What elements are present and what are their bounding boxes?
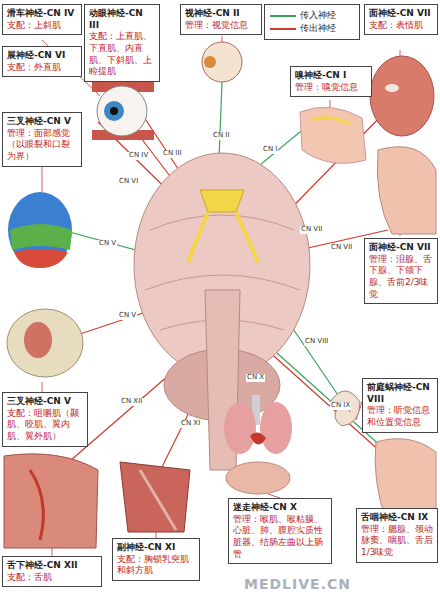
nerve-function: 支配：上斜肌 [7, 20, 77, 32]
nerve-box: 迷走神经-CN X管理：喉肌、喉粘膜、心脏、肺、腹腔实质性脏器、结肠左曲以上肠管 [228, 498, 332, 564]
watermark: MEDLIVE.CN [244, 576, 351, 592]
nerve-function: 支配：舌肌 [7, 572, 97, 584]
nerve-name: 三叉神经-CN V [7, 396, 83, 408]
nerve-function: 管理：听觉信息和位置觉信息 [367, 405, 433, 428]
nerve-name: 嗅神经-CN I [295, 70, 367, 82]
nerve-name: 三叉神经-CN V [7, 116, 77, 128]
nerve-function: 管理：泪腺、舌下腺、下颌下腺、舌前2/3味觉 [369, 254, 433, 301]
nerve-box: 副神经-CN XI支配：胸锁乳突肌和斜方肌 [112, 538, 200, 581]
nerve-function: 支配：胸锁乳突肌和斜方肌 [117, 554, 195, 577]
nerve-function: 管理：视觉信息 [185, 20, 257, 32]
nerve-name: 迷走神经-CN X [233, 502, 327, 514]
nerve-label: CN X [246, 374, 265, 382]
nerve-function: 管理：嗅觉信息 [295, 82, 367, 94]
nerve-function: 支配：外直肌 [7, 62, 77, 74]
nerve-label: CN V [98, 240, 117, 248]
nerve-label: CN I [262, 146, 278, 154]
legend-text: 传入神经 [300, 9, 336, 22]
nerve-label: CN VII [300, 226, 323, 234]
nerve-box: 嗅神经-CN I管理：嗅觉信息 [290, 66, 372, 97]
nerve-box: 三叉神经-CN V支配：咀嚼肌（颞肌、咬肌、翼内肌、翼外肌） [2, 392, 88, 447]
nerve-box: 舌咽神经-CN IX管理：腮腺、颈动脉窦、咽肌、舌后1/3味觉 [356, 508, 438, 563]
nerve-label: CN V [118, 312, 137, 320]
legend-box: 传入神经传出神经 [264, 4, 360, 40]
nerve-name: 面神经-CN VII [369, 242, 433, 254]
nerve-box: 面神经-CN VII管理：泪腺、舌下腺、下颌下腺、舌前2/3味觉 [364, 238, 438, 304]
nerve-label: CN II [212, 132, 230, 140]
nerve-box: 面神经-CN VII支配：表情肌 [364, 4, 438, 35]
nerve-name: 视神经-CN II [185, 8, 257, 20]
nerve-label: CN XI [180, 420, 201, 428]
nerve-name: 动眼神经-CN III [89, 8, 155, 31]
nerve-function: 支配：表情肌 [369, 20, 433, 32]
nerve-label: CN IX [330, 402, 351, 410]
nerve-name: 副神经-CN XI [117, 542, 195, 554]
nerve-box: 展神经-CN VI支配：外直肌 [2, 46, 82, 77]
nerve-function: 支配：咀嚼肌（颞肌、咬肌、翼内肌、翼外肌） [7, 408, 83, 443]
nerve-label: CN VIII [304, 338, 329, 346]
legend-text: 传出神经 [300, 22, 336, 35]
nerve-name: 滑车神经-CN IV [7, 8, 77, 20]
nerve-name: 面神经-CN VII [369, 8, 433, 20]
nerve-name: 前庭蜗神经-CN VIII [367, 382, 433, 405]
nerve-label: CN XII [120, 398, 143, 406]
legend-row: 传出神经 [270, 22, 354, 35]
nerve-label: CN VI [118, 178, 139, 186]
legend-row: 传入神经 [270, 9, 354, 22]
nerve-box: 滑车神经-CN IV支配：上斜肌 [2, 4, 82, 35]
nerve-box: 动眼神经-CN III支配：上直肌、下直肌、内直肌、下斜肌、上睑提肌 [84, 4, 160, 82]
nerve-box: 舌下神经-CN XII支配：舌肌 [2, 556, 102, 587]
legend-line [270, 26, 296, 32]
nerve-label: CN III [162, 150, 183, 158]
legend-line [270, 13, 296, 19]
nerve-box: 三叉神经-CN V管理：面部感觉（以眼裂和口裂为界） [2, 112, 82, 167]
nerve-function: 管理：面部感觉（以眼裂和口裂为界） [7, 128, 77, 163]
nerve-box: 前庭蜗神经-CN VIII管理：听觉信息和位置觉信息 [362, 378, 438, 433]
nerve-name: 展神经-CN VI [7, 50, 77, 62]
nerve-function: 管理：腮腺、颈动脉窦、咽肌、舌后1/3味觉 [361, 524, 433, 559]
nerve-function: 管理：喉肌、喉粘膜、心脏、肺、腹腔实质性脏器、结肠左曲以上肠管 [233, 514, 327, 561]
nerve-box: 视神经-CN II管理：视觉信息 [180, 4, 262, 35]
nerve-name: 舌咽神经-CN IX [361, 512, 433, 524]
nerve-function: 支配：上直肌、下直肌、内直肌、下斜肌、上睑提肌 [89, 31, 155, 78]
nerve-label: CN IV [128, 152, 149, 160]
nerve-name: 舌下神经-CN XII [7, 560, 97, 572]
nerve-label: CN VII [330, 244, 353, 252]
